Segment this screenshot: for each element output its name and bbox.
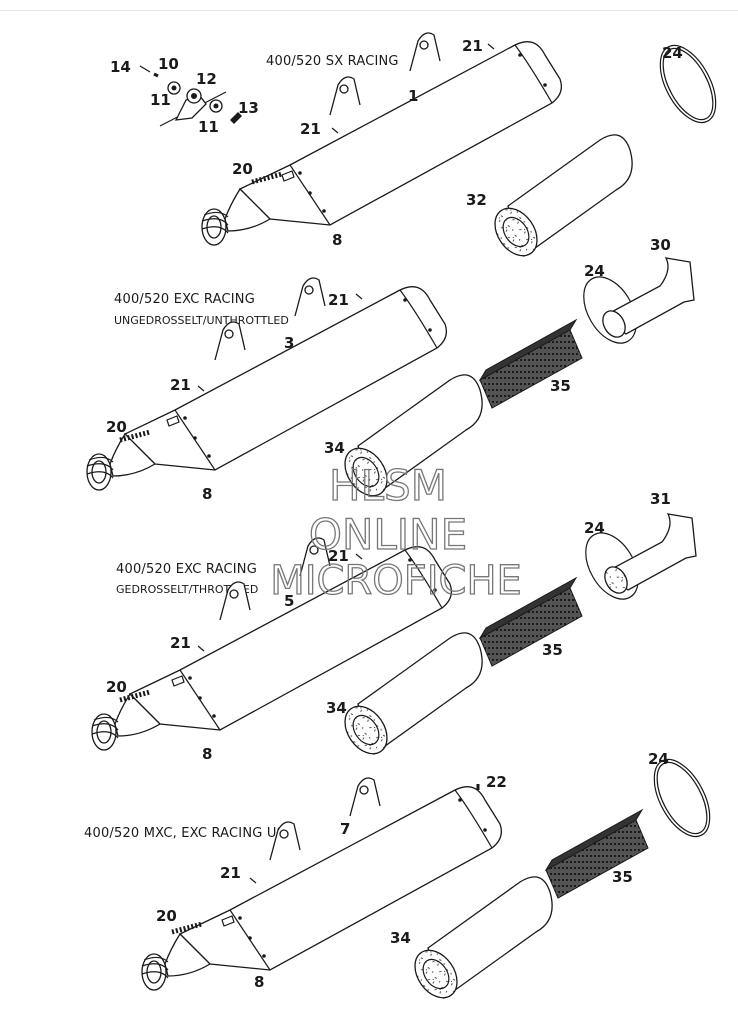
part-label-21: 21 — [300, 120, 321, 138]
part-label-8: 8 — [332, 231, 342, 249]
caption-mxc: 400/520 MXC, EXC RACING USA — [84, 826, 294, 841]
perforated-insert-32 — [485, 134, 633, 265]
part-label-7: 7 — [340, 820, 350, 838]
top-border — [0, 10, 738, 11]
gasket-ring-24 — [653, 758, 711, 838]
spring-20 — [251, 171, 283, 185]
part-label-21: 21 — [170, 376, 191, 394]
part-label-34: 34 — [324, 439, 345, 457]
part-label-13: 13 — [238, 99, 259, 117]
part-label-21: 21 — [462, 37, 483, 55]
part-label-34: 34 — [390, 929, 411, 947]
part-label-12: 12 — [196, 70, 217, 88]
spring-20 — [171, 921, 203, 935]
caption-exc-throttled-1: 400/520 EXC RACING — [116, 562, 257, 577]
part-label-31: 31 — [650, 490, 671, 508]
watermark: HLSM ONLINE MICROFICHE — [270, 460, 523, 604]
mounting-hardware — [139, 65, 242, 127]
part-label-8: 8 — [254, 973, 264, 991]
part-label-22: 22 — [486, 773, 507, 791]
spring-20 — [119, 429, 151, 443]
part-label-8: 8 — [202, 485, 212, 503]
part-label-24: 24 — [584, 519, 605, 537]
tailpipe-31 — [604, 513, 697, 594]
section-sx-racing: 400/520 SX RACING 21 1 21 24 32 20 8 14 … — [110, 32, 717, 265]
part-label-11: 11 — [198, 118, 219, 136]
part-label-21: 21 — [328, 291, 349, 309]
spring-20 — [119, 689, 151, 703]
tailpipe-30 — [602, 257, 695, 338]
part-label-3: 3 — [284, 334, 294, 352]
part-label-21: 21 — [220, 864, 241, 882]
part-label-21: 21 — [328, 547, 349, 565]
part-label-14: 14 — [110, 58, 131, 76]
gasket-ring-24 — [583, 276, 637, 344]
part-label-20: 20 — [156, 907, 177, 925]
gasket-ring-24 — [659, 44, 717, 124]
part-label-24: 24 — [648, 750, 669, 768]
part-label-20: 20 — [106, 418, 127, 436]
part-label-1: 1 — [408, 87, 418, 105]
section-mxc-exc-usa: 400/520 MXC, EXC RACING USA 22 24 7 21 3… — [84, 750, 711, 1007]
gasket-ring-24 — [585, 532, 639, 600]
part-label-20: 20 — [232, 160, 253, 178]
caption-exc-throttled-2: GEDROSSELT/THROTTLED — [116, 583, 258, 596]
part-label-35: 35 — [542, 641, 563, 659]
caption-exc-2: UNGEDROSSELT/UNTHROTTLED — [114, 314, 289, 327]
part-label-34: 34 — [326, 699, 347, 717]
part-label-30: 30 — [650, 236, 671, 254]
part-label-20: 20 — [106, 678, 127, 696]
watermark-line-2: ONLINE — [309, 510, 467, 559]
caption-sx: 400/520 SX RACING — [266, 54, 399, 69]
part-label-24: 24 — [584, 262, 605, 280]
part-label-10: 10 — [158, 55, 179, 73]
part-label-11: 11 — [150, 91, 171, 109]
section-exc-unthrottled: 400/520 EXC RACING UNGEDROSSELT/UNTHROTT… — [86, 236, 695, 505]
part-label-24: 24 — [662, 44, 683, 62]
part-label-21: 21 — [170, 634, 191, 652]
part-label-8: 8 — [202, 745, 212, 763]
part-label-5: 5 — [284, 592, 294, 610]
part-label-32: 32 — [466, 191, 487, 209]
watermark-line-1: HLSM — [329, 461, 447, 510]
part-label-35: 35 — [612, 868, 633, 886]
part-label-35: 35 — [550, 377, 571, 395]
watermark-line-3: MICROFICHE — [270, 558, 522, 604]
perforated-insert-34 — [405, 876, 553, 1007]
section-exc-throttled: 400/520 EXC RACING GEDROSSELT/THROTTLED … — [91, 490, 697, 763]
caption-exc-1: 400/520 EXC RACING — [114, 292, 255, 307]
